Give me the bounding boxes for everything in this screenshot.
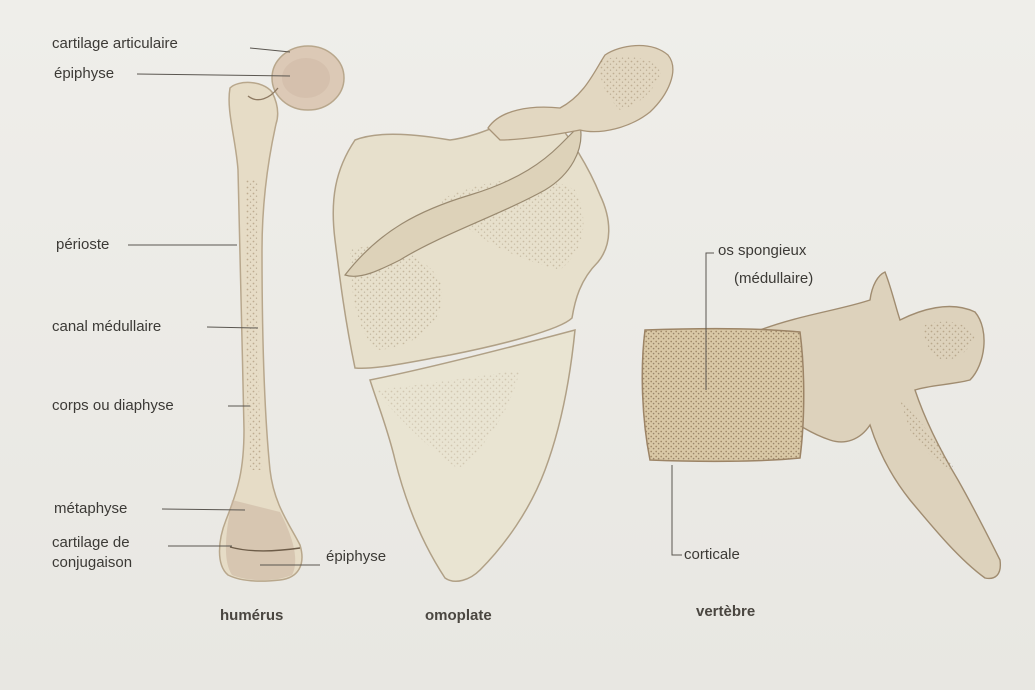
label-perioste: périoste (56, 236, 109, 253)
label-cartilage-articulaire: cartilage articulaire (52, 35, 178, 52)
humerus-metaphysis-shade (226, 500, 295, 580)
vertebre-body (642, 329, 803, 462)
caption-humerus: humérus (220, 607, 283, 624)
label-corticale: corticale (684, 546, 740, 563)
label-corps-ou-diaphyse: corps ou diaphyse (52, 397, 174, 414)
omoplate-illustration (333, 46, 673, 582)
label-os-spongieux-line1: os spongieux (718, 242, 806, 259)
label-metaphyse: métaphyse (54, 500, 127, 517)
label-canal-medullaire: canal médullaire (52, 318, 161, 335)
label-os-spongieux-line2: (médullaire) (734, 270, 813, 287)
caption-vertebre: vertèbre (696, 603, 755, 620)
humerus-illustration (220, 46, 345, 581)
label-epiphyse-top: épiphyse (54, 65, 114, 82)
label-epiphyse-bottom: épiphyse (326, 548, 386, 565)
label-cartilage-de-conjugaison-line1: cartilage de (52, 534, 130, 551)
label-cartilage-de-conjugaison-line2: conjugaison (52, 554, 132, 571)
vertebre-illustration (642, 272, 1000, 578)
caption-omoplate: omoplate (425, 607, 492, 624)
